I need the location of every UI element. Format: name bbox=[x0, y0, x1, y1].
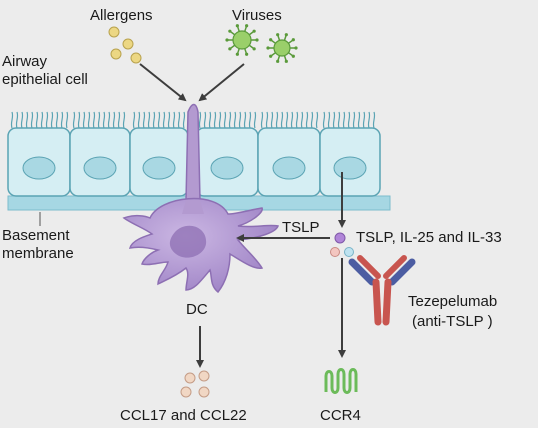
epithelial-cell bbox=[257, 111, 321, 197]
dendritic-cell bbox=[122, 103, 279, 294]
airway-cell-label-line2: epithelial cell bbox=[2, 71, 88, 88]
chemokine-molecules bbox=[180, 370, 210, 398]
virus-particle bbox=[225, 24, 259, 56]
epithelial-cell bbox=[129, 111, 189, 197]
tslp-arrow-label: TSLP bbox=[282, 219, 320, 236]
viruses-label: Viruses bbox=[232, 7, 282, 24]
ccr4-label: CCR4 bbox=[320, 407, 361, 424]
tezepelumab-label: Tezepelumab bbox=[408, 293, 497, 310]
cytokines-label: TSLP, IL-25 and IL-33 bbox=[356, 229, 502, 246]
epithelial-cell-layer bbox=[7, 111, 381, 197]
epithelial-cell bbox=[69, 111, 131, 197]
virus-particles bbox=[225, 24, 298, 63]
ccl-label: CCL17 and CCL22 bbox=[120, 407, 247, 424]
epithelial-cell bbox=[319, 111, 381, 197]
dc-label: DC bbox=[186, 301, 208, 318]
virus-particle bbox=[266, 33, 298, 63]
epithelial-cell bbox=[7, 111, 71, 197]
anti-tslp-label: (anti-TSLP ) bbox=[412, 313, 493, 330]
allergen-arrow bbox=[139, 63, 187, 102]
basement-label-line2: membrane bbox=[2, 245, 74, 262]
epithelial-cell bbox=[195, 111, 259, 197]
virus-arrow bbox=[198, 63, 245, 102]
airway-cell-label-line1: Airway bbox=[2, 53, 48, 70]
allergen-particles bbox=[108, 26, 142, 64]
basement-label-line1: Basement bbox=[2, 227, 70, 244]
ccr4-receptor bbox=[324, 368, 358, 394]
tezepelumab-antibody bbox=[348, 255, 416, 326]
cytokine-molecules bbox=[330, 232, 354, 257]
allergens-label: Allergens bbox=[90, 7, 153, 24]
